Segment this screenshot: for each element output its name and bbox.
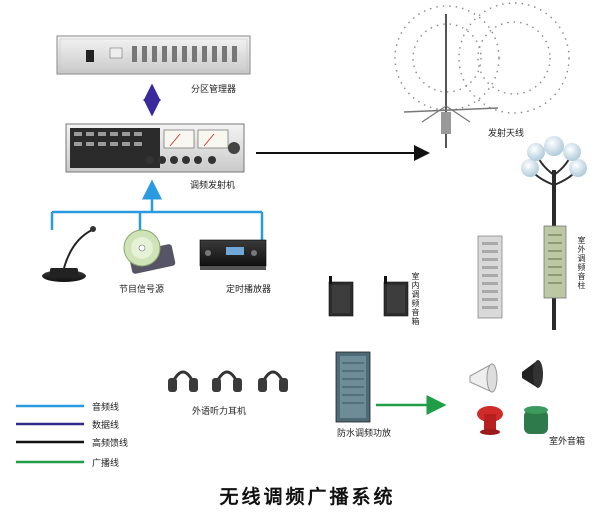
timed-player-label: 定时播放器 [226,285,272,295]
antenna-icon [394,2,570,148]
legend [16,404,84,464]
legend-label-audio: 音频线 [92,403,120,413]
outdoor-column-label: 室外调频音柱 [577,236,586,290]
waterproof-receiver-label: 防水调频功放 [337,429,392,439]
legend-label-data: 数据线 [92,421,120,431]
antenna-label: 发射天线 [488,129,525,139]
indoor-receiver-label: 室内调频音箱 [411,272,420,326]
program-source-label: 节目信号源 [119,285,165,295]
headphones-icon [170,370,286,385]
microphone-icon [42,226,96,282]
legend-label-hf: 高频馈线 [92,439,129,449]
fm-transmitter-device [65,123,245,173]
program-source-icon [123,229,176,274]
headphones-label: 外语听力耳机 [192,407,247,417]
waterproof-fm-receiver-icon [335,351,371,423]
fm-transmitter-label: 调频发射机 [190,181,236,191]
zone-manager-device [56,35,251,75]
zone-manager-label: 分区管理器 [191,85,237,95]
outdoor-speaker-icon [469,360,548,435]
audio-line-bus [50,179,264,240]
page-title: 无线调频广播系统 [219,486,396,508]
outdoor-speakers-label: 室外音箱 [549,437,586,447]
legend-label-broadcast: 广播线 [92,459,120,469]
indoor-fm-speaker-icon [328,276,409,317]
outdoor-fm-column-icon [477,136,587,330]
timed-player-device [199,239,267,270]
